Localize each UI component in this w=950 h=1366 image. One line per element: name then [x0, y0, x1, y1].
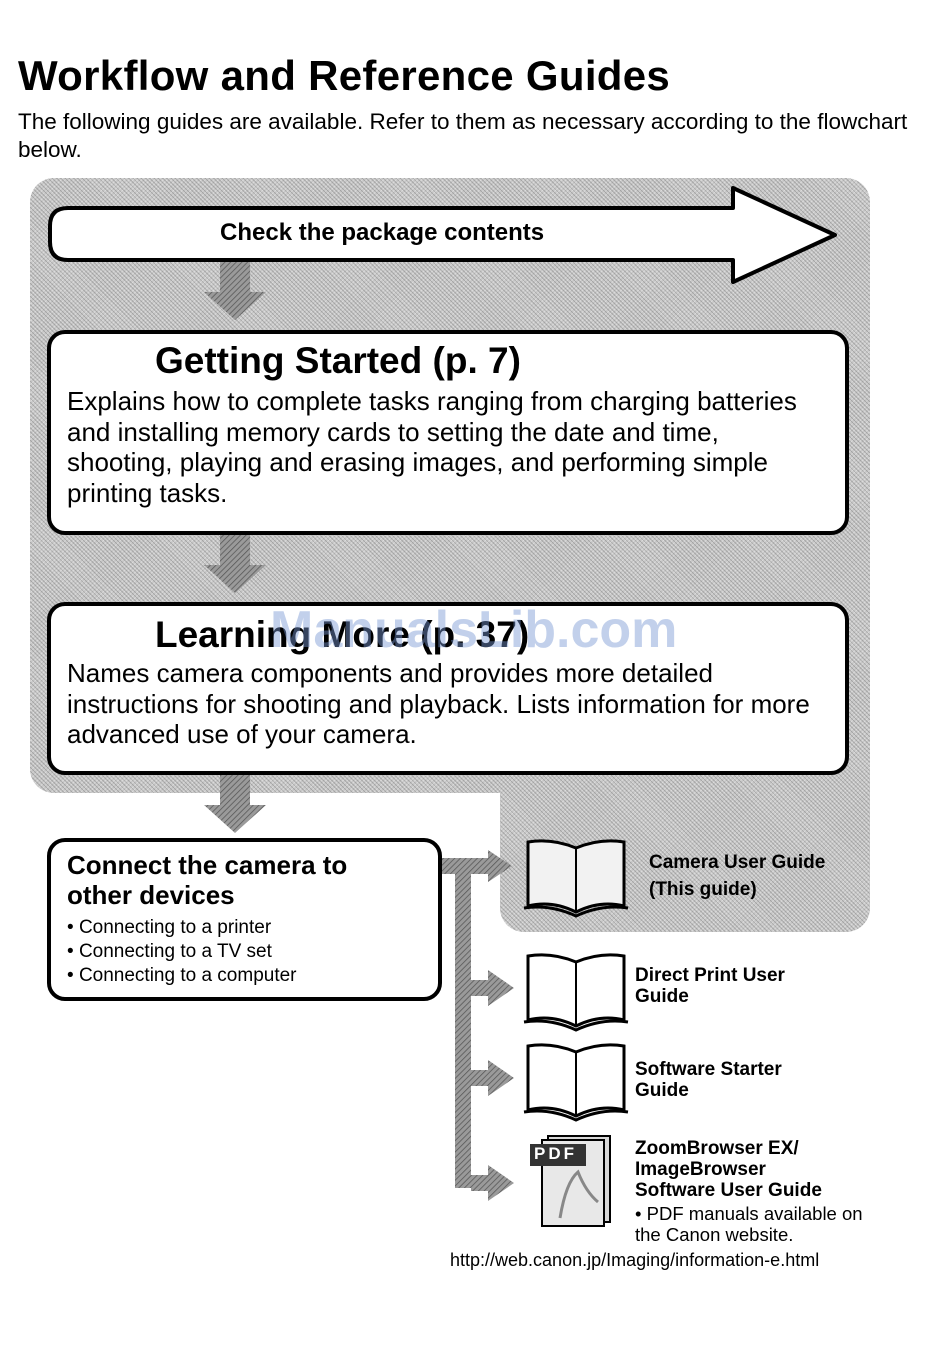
page-title: Workflow and Reference Guides	[18, 52, 671, 99]
getting-started-heading: Getting Started (p. 7)	[155, 340, 521, 381]
guide-label-camera-user-guide: Camera User Guide (This guide)	[649, 852, 826, 900]
branch-arrow-4	[471, 1165, 514, 1201]
branch-vertical	[455, 858, 471, 1188]
branch-arrow-1	[471, 850, 512, 882]
pdf-document-icon	[530, 1135, 611, 1227]
guide-label-software-user-guide: ZoomBrowser EX/ ImageBrowser Software Us…	[635, 1138, 822, 1201]
guide-label-direct-print: Direct Print User Guide	[635, 965, 785, 1007]
open-book-icon	[523, 1043, 629, 1122]
connect-title: Connect the camera to other devices	[67, 850, 348, 910]
pdf-tag: PDF	[534, 1144, 577, 1163]
down-arrow-2	[204, 533, 266, 593]
down-arrow-1	[204, 262, 266, 320]
learning-more-heading: Learning More (p. 37)	[155, 614, 530, 655]
canon-url: http://web.canon.jp/Imaging/information-…	[450, 1250, 820, 1270]
list-item: Connecting to a computer	[67, 964, 297, 988]
pdf-note: • PDF manuals available on the Canon web…	[635, 1203, 863, 1245]
intro-paragraph: The following guides are available. Refe…	[18, 109, 908, 162]
guide-label-software-starter: Software Starter Guide	[635, 1059, 782, 1101]
connect-list: Connecting to a printer Connecting to a …	[67, 916, 297, 988]
open-book-icon	[523, 953, 629, 1032]
learning-more-text: Names camera components and provides mor…	[67, 658, 810, 749]
package-step-arrow	[48, 186, 837, 284]
branch-arrow-3	[471, 1060, 514, 1096]
getting-started-box: Getting Started (p. 7) Explains how to c…	[47, 330, 849, 535]
list-item: Connecting to a TV set	[67, 940, 297, 964]
open-book-icon	[523, 839, 629, 918]
learning-more-box: Learning More (p. 37) Names camera compo…	[47, 602, 849, 775]
getting-started-text: Explains how to complete tasks ranging f…	[67, 386, 797, 508]
list-item: Connecting to a printer	[67, 916, 297, 940]
branch-arrow-2	[471, 970, 514, 1006]
down-arrow-3	[204, 775, 266, 833]
connect-devices-box: Connect the camera to other devices Conn…	[47, 838, 442, 1001]
package-step-label: Check the package contents	[220, 219, 545, 246]
